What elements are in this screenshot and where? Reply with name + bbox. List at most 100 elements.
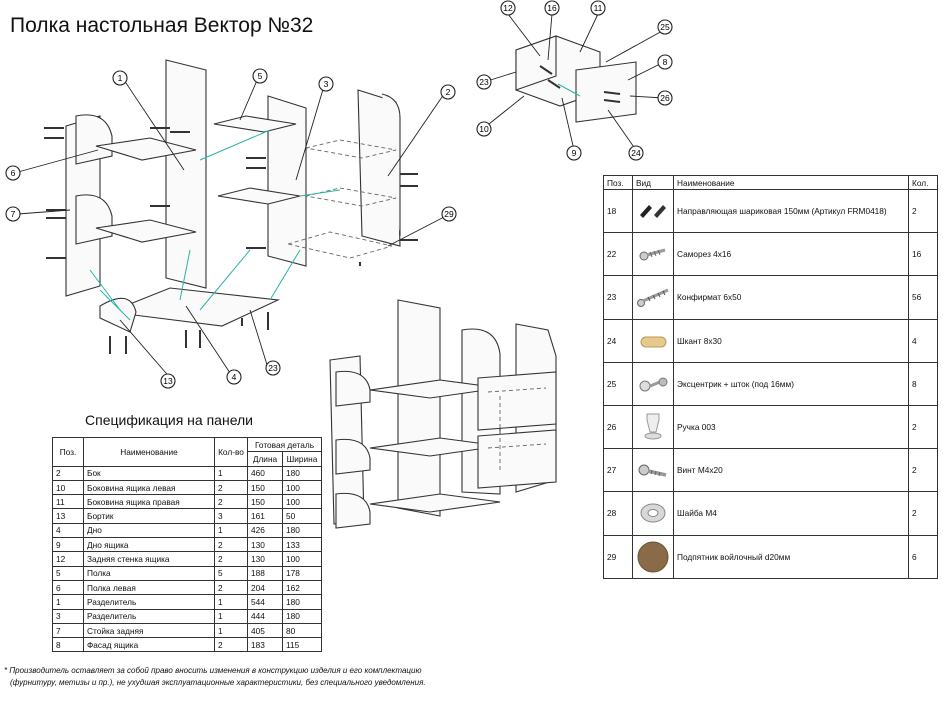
hw-cell-view bbox=[632, 534, 674, 579]
spec-cell-pos: 4 bbox=[52, 522, 84, 539]
hw-cell-view bbox=[632, 404, 674, 450]
hw-cell-qty: 2 bbox=[908, 188, 938, 234]
hw-cell-qty: 4 bbox=[908, 318, 938, 363]
callout-16: 16 bbox=[544, 0, 560, 16]
spec-header-length: Длина bbox=[247, 451, 283, 467]
panel-divider-1 bbox=[165, 59, 207, 289]
svg-text:2: 2 bbox=[446, 87, 451, 97]
spec-cell-qty: 2 bbox=[214, 479, 248, 496]
callout-3: 3 bbox=[318, 76, 334, 92]
machine-screw-icon bbox=[636, 460, 670, 480]
spec-cell-name: Полка левая bbox=[83, 579, 215, 596]
spec-cell-pos: 1 bbox=[52, 594, 84, 610]
hw-cell-qty: 6 bbox=[908, 534, 938, 579]
hw-cell-pos: 26 bbox=[603, 404, 633, 450]
knob-handle-icon bbox=[636, 410, 670, 444]
svg-text:23: 23 bbox=[479, 77, 489, 87]
spec-cell-qty: 1 bbox=[214, 594, 248, 610]
spec-cell-name: Дно ящика bbox=[83, 537, 215, 553]
spec-cell-pos: 2 bbox=[52, 465, 84, 481]
spec-cell-name: Стойка задняя bbox=[83, 622, 215, 639]
hw-cell-name: Винт М4х20 bbox=[673, 448, 909, 493]
hw-cell-pos: 25 bbox=[603, 361, 633, 406]
page-title: Полка настольная Вектор №32 bbox=[10, 14, 314, 37]
hw-cell-qty: 2 bbox=[908, 491, 938, 536]
callout-9: 9 bbox=[566, 145, 582, 161]
spec-cell-qty: 1 bbox=[214, 465, 248, 481]
svg-text:6: 6 bbox=[11, 168, 16, 178]
hw-cell-name: Саморез 4х16 bbox=[673, 232, 909, 277]
spec-cell-pos: 11 bbox=[52, 494, 84, 510]
callout-24: 24 bbox=[628, 145, 644, 161]
spec-cell-width: 133 bbox=[282, 537, 322, 553]
ball-slide-icon bbox=[636, 201, 670, 221]
hw-cell-name: Конфирмат 6х50 bbox=[673, 275, 909, 320]
spec-cell-pos: 9 bbox=[52, 537, 84, 553]
spec-header-name: Наименование bbox=[83, 437, 215, 467]
spec-header-width: Ширина bbox=[282, 451, 322, 467]
spec-cell-qty: 2 bbox=[214, 637, 248, 653]
spec-cell-pos: 5 bbox=[52, 565, 84, 581]
svg-text:26: 26 bbox=[660, 93, 670, 103]
svg-text:9: 9 bbox=[572, 148, 577, 158]
spec-cell-qty: 2 bbox=[214, 579, 248, 596]
footnote-line-1: * Производитель оставляет за собой право… bbox=[4, 666, 422, 675]
spec-cell-length: 204 bbox=[247, 579, 283, 596]
callout-12: 12 bbox=[500, 0, 516, 16]
hw-cell-qty: 2 bbox=[908, 448, 938, 493]
hw-cell-qty: 2 bbox=[908, 404, 938, 450]
spec-cell-length: 130 bbox=[247, 551, 283, 567]
spec-cell-length: 444 bbox=[247, 608, 283, 624]
spec-cell-name: Фасад ящика bbox=[83, 637, 215, 653]
spec-cell-name: Полка bbox=[83, 565, 215, 581]
panel-rim bbox=[99, 297, 137, 333]
callout-6: 6 bbox=[5, 165, 21, 181]
spec-cell-name: Боковина ящика правая bbox=[83, 494, 215, 510]
washer-icon bbox=[636, 501, 670, 525]
hw-cell-pos: 29 bbox=[603, 534, 633, 579]
hw-cell-name: Эксцентрик + шток (под 16мм) bbox=[673, 361, 909, 406]
svg-text:5: 5 bbox=[258, 71, 263, 81]
spec-cell-qty: 2 bbox=[214, 494, 248, 510]
svg-text:4: 4 bbox=[232, 372, 237, 382]
callout-10: 10 bbox=[476, 121, 492, 137]
spec-cell-qty: 1 bbox=[214, 522, 248, 539]
hw-cell-view bbox=[632, 188, 674, 234]
svg-text:16: 16 bbox=[547, 3, 557, 13]
spec-cell-width: 50 bbox=[282, 508, 322, 524]
svg-text:29: 29 bbox=[444, 209, 454, 219]
callout-26: 26 bbox=[657, 90, 673, 106]
spec-cell-width: 100 bbox=[282, 494, 322, 510]
hw-cell-pos: 22 bbox=[603, 232, 633, 277]
callout-2: 2 bbox=[440, 84, 456, 100]
drawer-detail bbox=[483, 13, 665, 151]
screw-set bbox=[44, 127, 418, 354]
spec-cell-length: 150 bbox=[247, 479, 283, 496]
spec-cell-pos: 3 bbox=[52, 608, 84, 624]
svg-text:10: 10 bbox=[479, 124, 489, 134]
spec-cell-pos: 7 bbox=[52, 622, 84, 639]
svg-text:8: 8 bbox=[663, 57, 668, 67]
spec-cell-qty: 5 bbox=[214, 565, 248, 581]
spec-cell-name: Боковина ящика левая bbox=[83, 479, 215, 496]
spec-cell-pos: 8 bbox=[52, 637, 84, 653]
spec-cell-name: Разделитель bbox=[83, 608, 215, 624]
spec-title: Спецификация на панели bbox=[85, 412, 253, 428]
hw-cell-view bbox=[632, 491, 674, 536]
spec-header-qty: Кол-во bbox=[214, 437, 248, 467]
spec-cell-width: 162 bbox=[282, 579, 322, 596]
